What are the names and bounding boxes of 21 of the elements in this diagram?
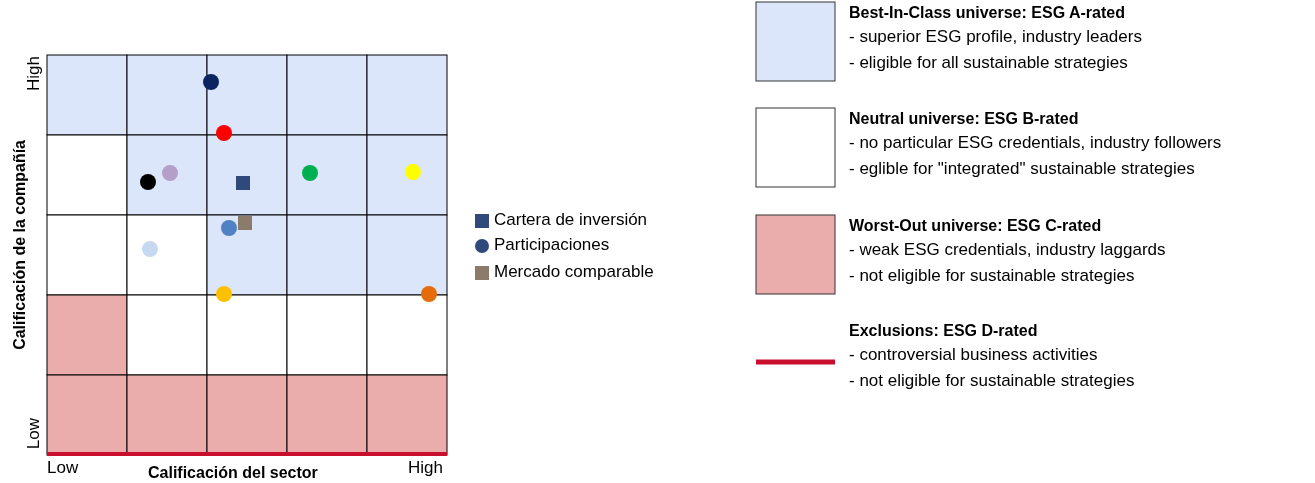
legend-heading: Exclusions: ESG D-rated <box>849 322 1038 340</box>
axis-title: Calificación de la compañía <box>11 140 29 350</box>
axis-title: Calificación del sector <box>148 464 318 482</box>
legend-label: Participaciones <box>494 235 610 255</box>
legend-label: Mercado comparable <box>494 262 654 282</box>
legend-description: - not eligible for sustainable strategies <box>849 371 1135 391</box>
legend-description: - superior ESG profile, industry leaders <box>849 27 1142 47</box>
legend-description: - not eligible for sustainable strategies <box>849 266 1135 286</box>
legend-heading: Neutral universe: ESG B-rated <box>849 110 1079 128</box>
axis-tick-label: Low <box>24 418 44 450</box>
legend-description: - no particular ESG credentials, industry followers <box>849 133 1222 153</box>
axis-tick-label: High <box>24 56 44 91</box>
legend-description: - weak ESG credentials, industry laggards <box>849 240 1166 260</box>
legend-heading: Best-In-Class universe: ESG A-rated <box>849 4 1125 22</box>
legend-description: - eglible for "integrated" sustainable strategies <box>849 159 1195 179</box>
legend-heading: Worst-Out universe: ESG C-rated <box>849 217 1102 235</box>
axis-tick-label: High <box>408 458 443 478</box>
axis-tick-label: Low <box>47 458 79 478</box>
legend-description: - controversial business activities <box>849 345 1098 365</box>
legend-description: - eligible for all sustainable strategies <box>849 53 1128 73</box>
legend-label: Cartera de inversión <box>494 210 648 230</box>
